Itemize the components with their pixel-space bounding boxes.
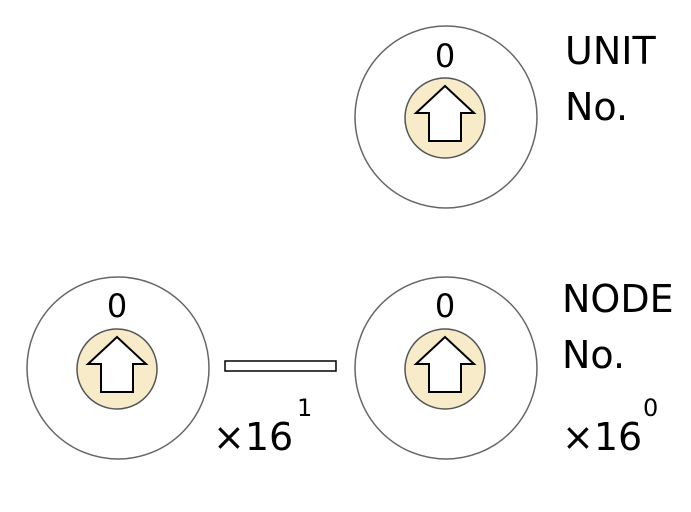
node-high-exponent: 1: [297, 394, 313, 422]
node-low-switch-arrow-icon: [413, 335, 477, 393]
node-label-line2: No.: [562, 333, 626, 377]
node-switch-connector: [224, 360, 337, 372]
unit-switch-arrow-icon: [413, 84, 477, 142]
node-high-dial-value: 0: [106, 287, 128, 325]
unit-dial-value: 0: [434, 37, 456, 75]
unit-label-line1: UNIT: [565, 29, 656, 73]
node-high-switch-arrow-icon: [85, 335, 149, 393]
node-low-exponent: 0: [643, 394, 659, 422]
node-label-line1: NODE: [562, 277, 674, 321]
node-low-multiplier: ×16: [562, 415, 643, 459]
unit-rotary-switch[interactable]: [354, 25, 538, 209]
node-high-multiplier: ×16: [213, 415, 294, 459]
node-low-rotary-switch[interactable]: [354, 276, 538, 460]
node-high-rotary-switch[interactable]: [26, 276, 210, 460]
node-low-dial-value: 0: [434, 287, 456, 325]
unit-label-line2: No.: [565, 85, 629, 129]
